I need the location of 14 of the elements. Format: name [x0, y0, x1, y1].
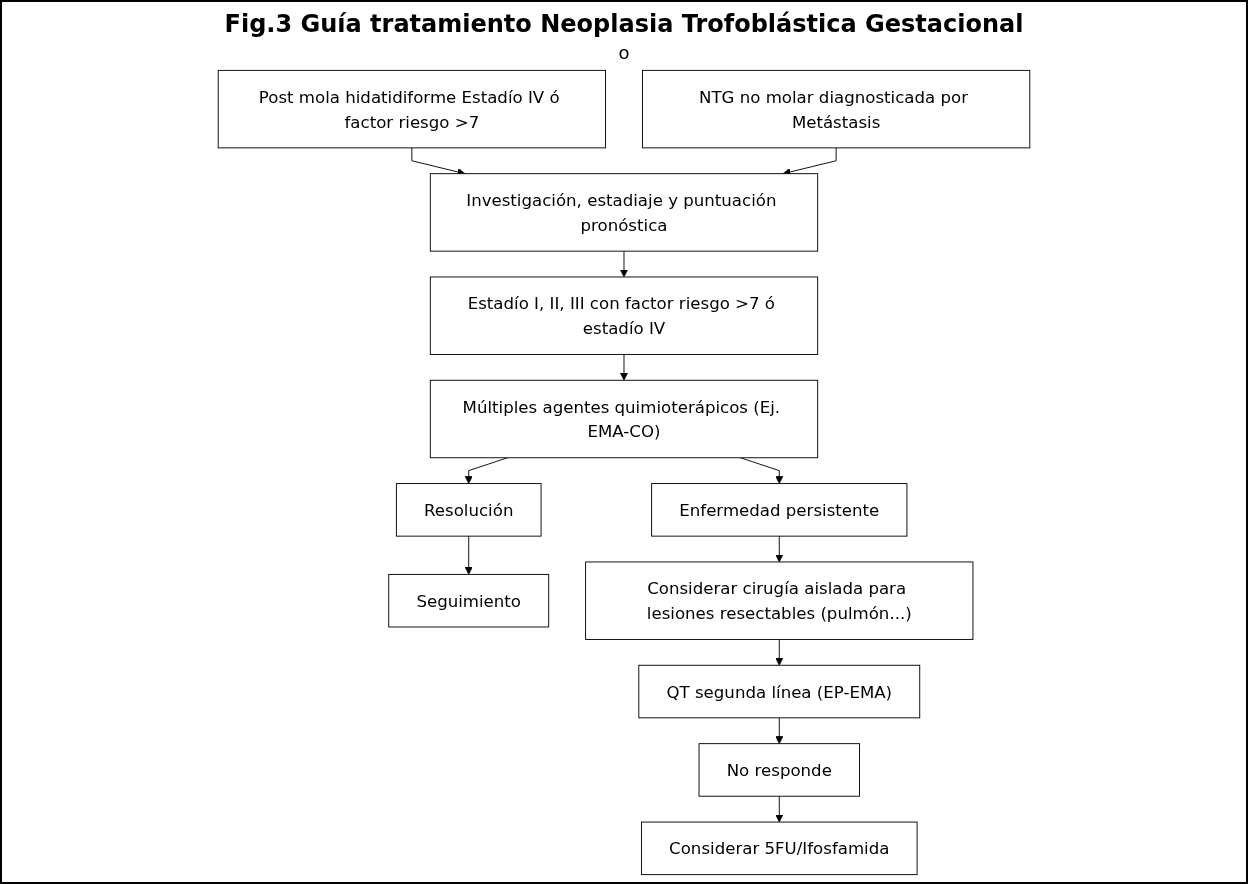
node-box: Post mola hidatidiforme Estadío IV ó factor riesgo >7: [217, 69, 606, 149]
node-box: Resolución: [395, 483, 542, 537]
node-box: No responde: [698, 743, 860, 797]
node-box: Estadío I, II, III con factor riesgo >7 ó estadío IV: [429, 276, 819, 355]
node-box: Investigación, estadiaje y puntuación pronóstica: [429, 173, 819, 252]
diagram-title: Fig.3 Guía tratamiento Neoplasia Trofoblástica Gestacional: [224, 10, 1024, 38]
connector-word: o: [618, 42, 630, 63]
node-box: QT segunda línea (EP-EMA): [638, 664, 921, 719]
node-box: Seguimiento: [388, 573, 550, 628]
node-box: Considerar 5FU/Ifosfamida: [641, 821, 918, 876]
node-box: Considerar cirugía aislada para lesiones resectables (pulmón...): [585, 561, 974, 640]
node-box: NTG no molar diagnosticada por Metástasis: [642, 69, 1031, 149]
node-box: Enfermedad persistente: [651, 483, 908, 537]
node-box: Múltiples agentes quimioterápicos (Ej. EMA-CO): [429, 379, 819, 459]
